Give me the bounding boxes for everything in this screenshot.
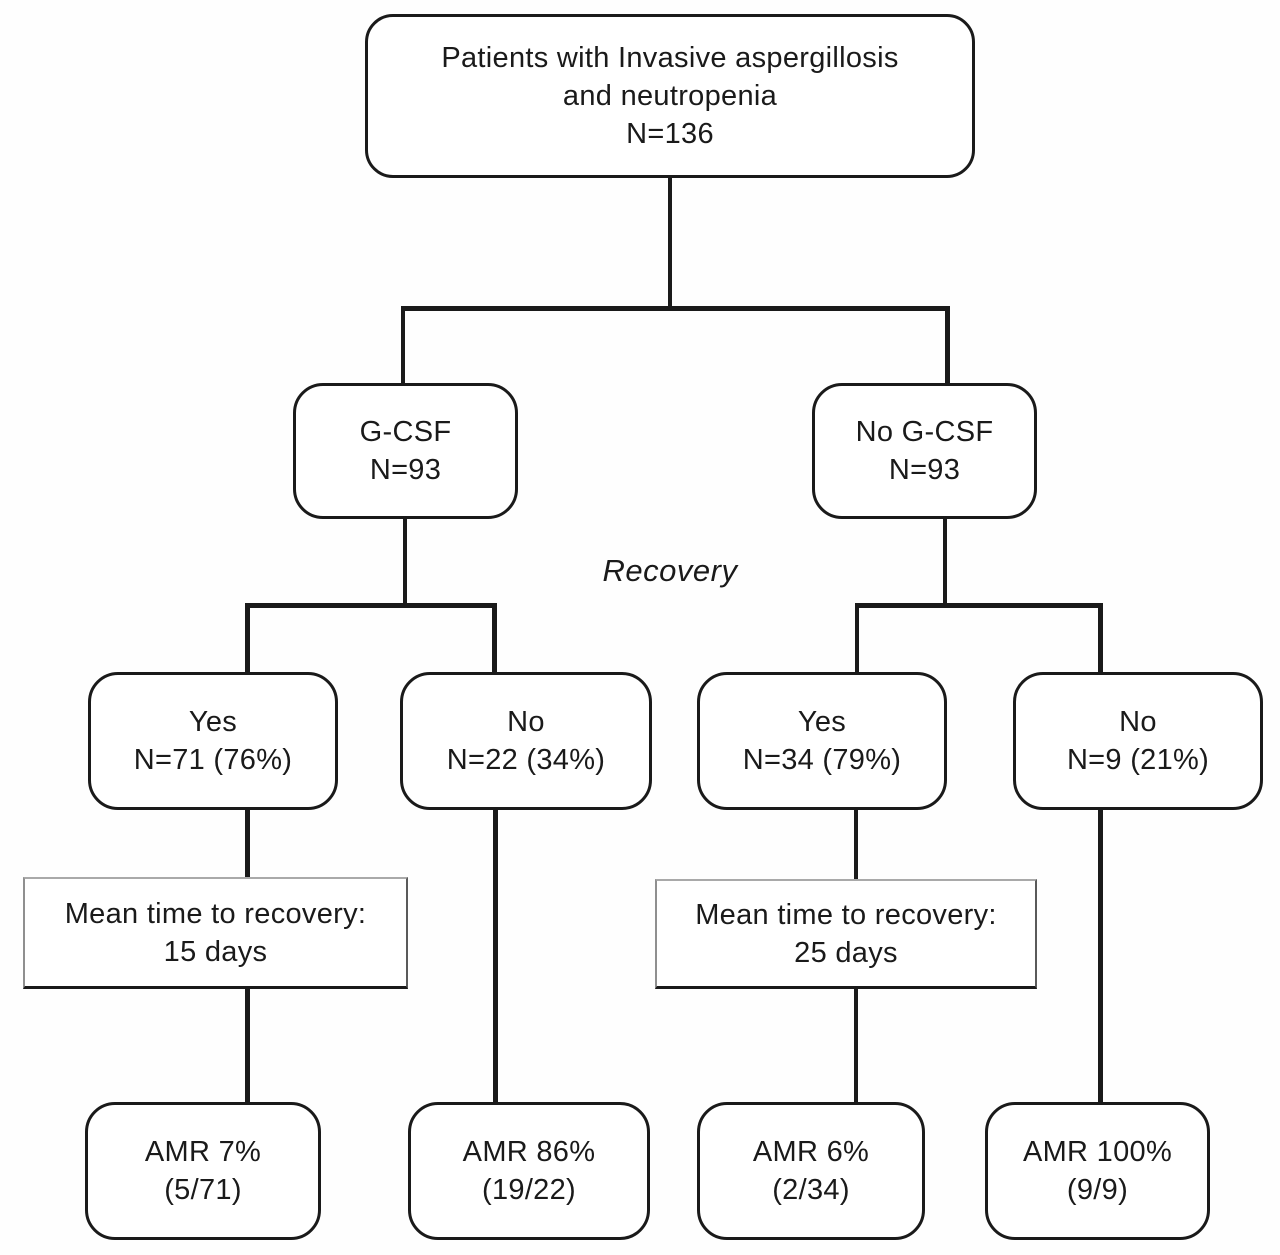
connector-no-gcsf-down [943,517,947,608]
connector-gcsf-down [403,517,407,608]
node-amr-gcsf-no-rate: AMR 86% [462,1136,596,1168]
node-amr-no-gcsf-no: AMR 100% (9/9) [985,1102,1210,1240]
node-gcsf-recovery-yes-n: N=71 (76%) [133,744,293,776]
connector-to-gcsf-no [492,603,497,674]
node-gcsf-n: N=93 [369,454,442,486]
node-mean-time-no-gcsf-line2: 25 days [794,936,898,969]
node-gcsf: G-CSF N=93 [293,383,518,519]
node-mean-time-no-gcsf: Mean time to recovery: 25 days [655,879,1037,989]
node-amr-no-gcsf-yes-fraction: (2/34) [772,1174,850,1206]
node-mean-time-gcsf: Mean time to recovery: 15 days [23,877,408,989]
node-root-line2: and neutropenia [562,80,778,112]
node-amr-no-gcsf-yes-rate: AMR 6% [752,1136,870,1168]
node-no-gcsf-recovery-no-label: No [1119,706,1157,738]
node-no-gcsf-recovery-yes-n: N=34 (79%) [742,744,902,776]
node-amr-gcsf-yes-fraction: (5/71) [164,1174,242,1206]
recovery-label: Recovery [602,553,738,588]
connector-no-gcsf-recovery-horizontal [855,603,1103,608]
connector-to-no-gcsf-no [1098,603,1103,674]
connector-to-gcsf-yes [245,603,250,674]
node-amr-no-gcsf-no-fraction: (9/9) [1066,1174,1129,1206]
connector-no-gcsf-no-to-amr [1098,808,1103,1104]
node-no-gcsf-n: N=93 [888,454,961,486]
connector-to-no-gcsf [945,306,950,385]
node-gcsf-recovery-no-n: N=22 (34%) [446,744,606,776]
node-gcsf-recovery-no: No N=22 (34%) [400,672,652,810]
connector-gcsf-recovery-horizontal [245,603,497,608]
node-amr-no-gcsf-no-rate: AMR 100% [1022,1136,1173,1168]
connector-gcsf-no-to-amr [493,808,498,1104]
node-no-gcsf-recovery-no-n: N=9 (21%) [1066,744,1210,776]
connector-to-no-gcsf-yes [855,603,859,674]
node-gcsf-recovery-no-label: No [507,706,545,738]
node-no-gcsf-recovery-no: No N=9 (21%) [1013,672,1263,810]
node-gcsf-recovery-yes-label: Yes [188,706,238,738]
node-root-line1: Patients with Invasive aspergillosis [441,42,899,74]
node-amr-gcsf-no: AMR 86% (19/22) [408,1102,650,1240]
node-gcsf-recovery-yes: Yes N=71 (76%) [88,672,338,810]
node-no-gcsf-recovery-yes-label: Yes [797,706,847,738]
node-no-gcsf: No G-CSF N=93 [812,383,1037,519]
node-root: Patients with Invasive aspergillosis and… [365,14,975,178]
node-amr-gcsf-yes-rate: AMR 7% [144,1136,262,1168]
node-gcsf-label: G-CSF [359,416,452,448]
node-amr-gcsf-yes: AMR 7% (5/71) [85,1102,321,1240]
connector-to-gcsf [401,306,405,385]
node-no-gcsf-recovery-yes: Yes N=34 (79%) [697,672,947,810]
node-root-n: N=136 [626,118,714,150]
node-amr-no-gcsf-yes: AMR 6% (2/34) [697,1102,925,1240]
node-mean-time-gcsf-line2: 15 days [163,935,268,968]
connector-level2-horizontal [401,306,950,311]
node-mean-time-gcsf-line1: Mean time to recovery: [64,897,367,930]
node-no-gcsf-label: No G-CSF [855,416,994,448]
node-mean-time-no-gcsf-line1: Mean time to recovery: [695,898,997,931]
node-amr-gcsf-no-fraction: (19/22) [482,1174,576,1206]
connector-root-down [668,176,672,310]
